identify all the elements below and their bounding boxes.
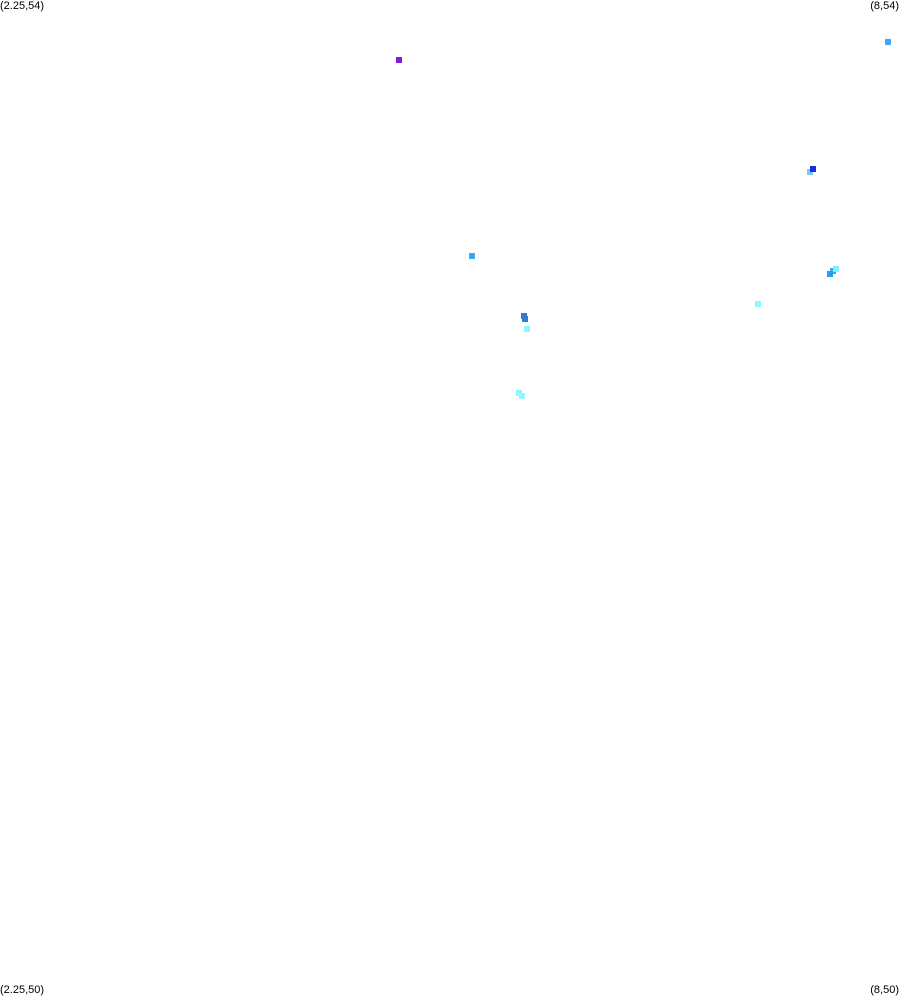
map-point[interactable] (830, 268, 837, 275)
map-point[interactable] (755, 300, 762, 307)
map-point[interactable] (833, 265, 840, 272)
map-point[interactable] (519, 392, 526, 399)
corner-label-top-left: (2.25,54) (0, 0, 45, 12)
map-point[interactable] (395, 56, 402, 63)
map-point[interactable] (523, 325, 530, 332)
map-point[interactable] (806, 168, 813, 175)
map-point[interactable] (469, 253, 476, 260)
map-point[interactable] (810, 166, 816, 173)
map-point[interactable] (522, 315, 529, 322)
corner-label-bottom-left: (2.25,50) (0, 984, 45, 996)
map-point[interactable] (885, 39, 892, 46)
map-point[interactable] (516, 390, 523, 397)
corner-label-top-right: (8,54) (870, 0, 899, 12)
map-point[interactable] (827, 270, 834, 277)
corner-label-bottom-right: (8,50) (870, 984, 899, 996)
